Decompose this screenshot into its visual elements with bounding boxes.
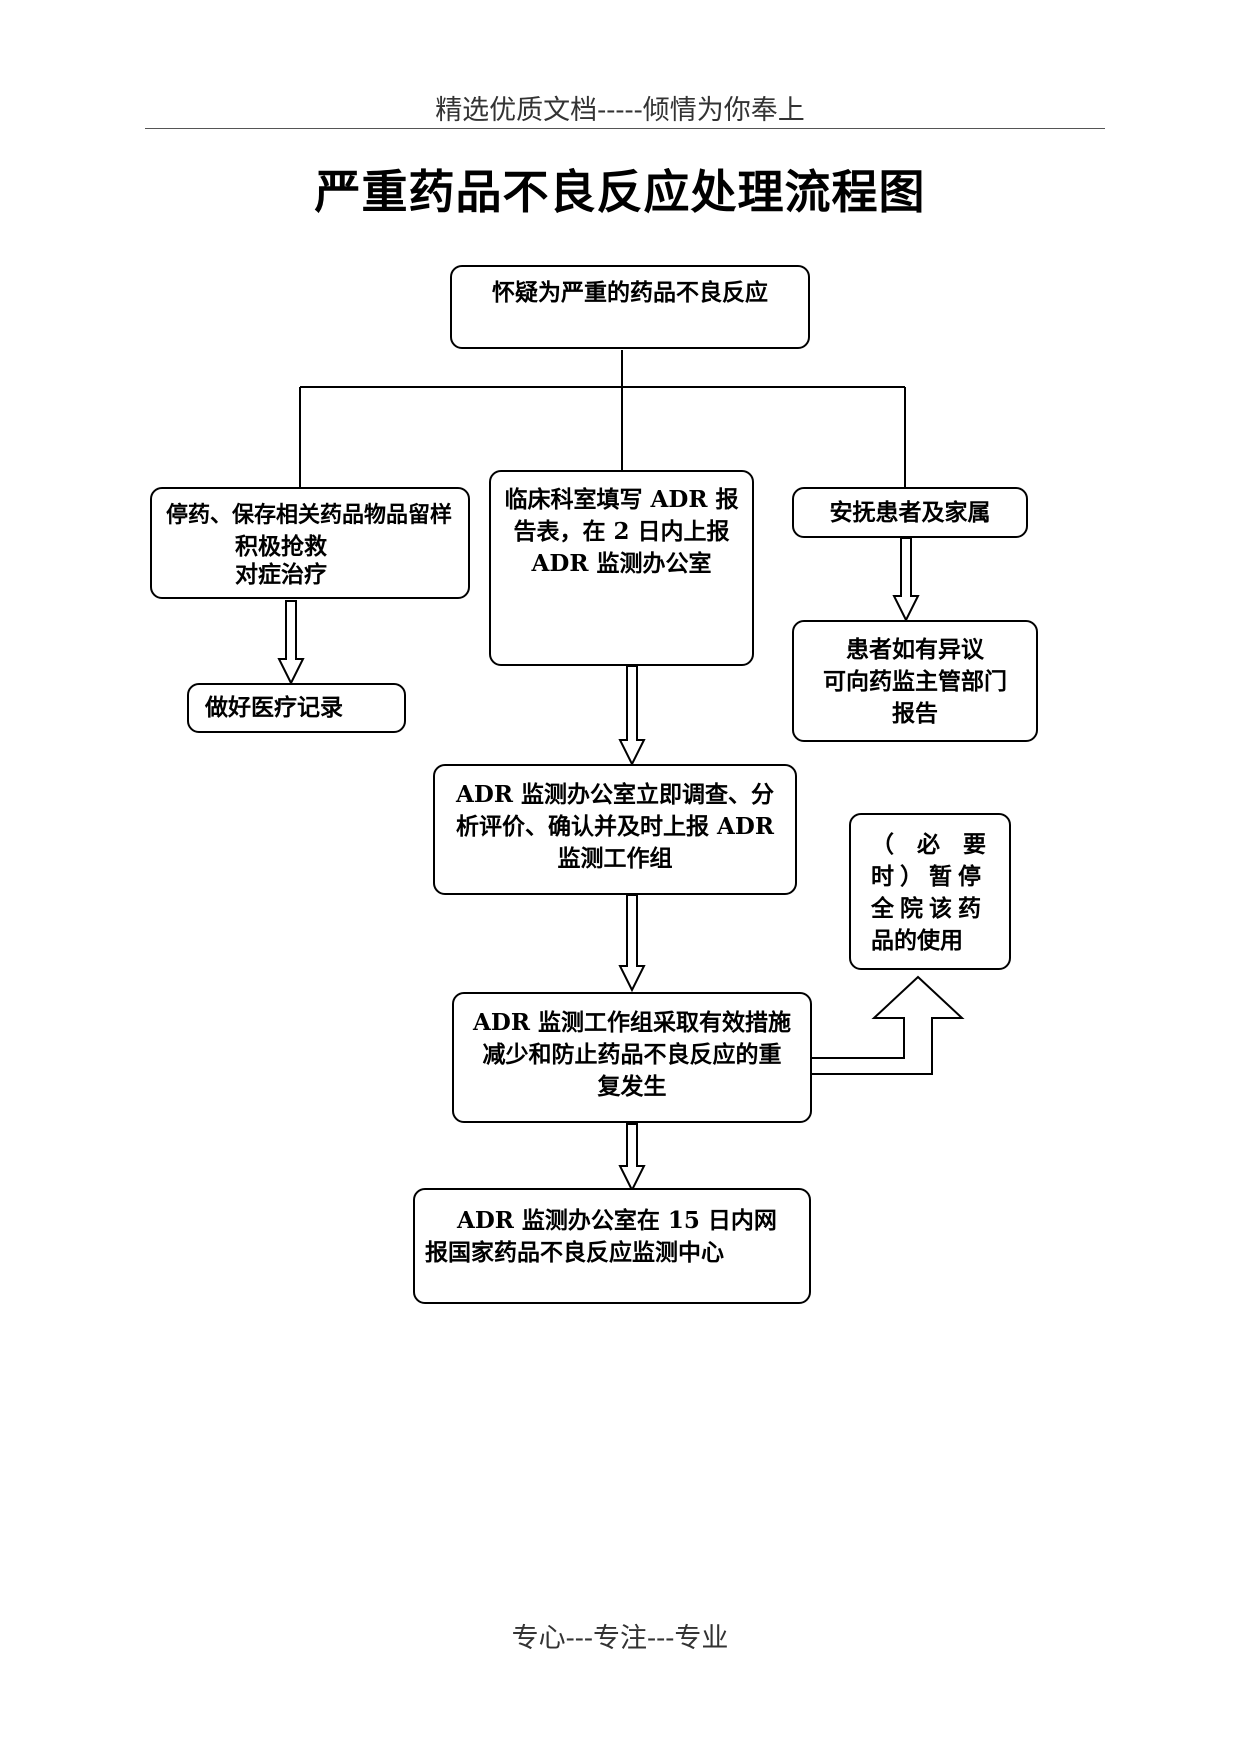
node-stop-drug: 停药、保存相关药品物品留样 积极抢救 对症治疗 bbox=[150, 487, 470, 599]
page-footer: 专心---专注---专业 bbox=[511, 1623, 729, 1654]
node-text: （ 必 要 bbox=[871, 831, 986, 858]
node-text: 停药、保存相关药品物品留样 bbox=[166, 502, 453, 528]
node-text: 监测工作组 bbox=[557, 845, 673, 872]
node-text: ADR 监测办公室 bbox=[531, 550, 712, 577]
node-patient-objection: 患者如有异议 可向药监主管部门 报告 bbox=[792, 620, 1038, 742]
node-investigate-report: ADR 监测办公室立即调查、分 析评价、确认并及时上报 ADR 监测工作组 bbox=[433, 764, 797, 895]
node-text: 析评价、确认并及时上报 ADR bbox=[456, 813, 774, 840]
node-text: ADR 监测办公室立即调查、分 bbox=[456, 781, 774, 808]
arrow-to-measures bbox=[618, 894, 646, 993]
node-text: 品的使用 bbox=[871, 927, 963, 954]
node-text: 患者如有异议 bbox=[846, 636, 984, 663]
node-text: 安抚患者及家属 bbox=[829, 499, 991, 526]
page-header: 精选优质文档-----倾情为你奉上 bbox=[435, 95, 805, 126]
node-text: 怀疑为严重的药品不良反应 bbox=[492, 279, 768, 306]
node-text: 时）暂停 bbox=[871, 863, 987, 890]
node-preventive-measures: ADR 监测工作组采取有效措施 减少和防止药品不良反应的重 复发生 bbox=[452, 992, 812, 1123]
node-text: 减少和防止药品不良反应的重 bbox=[482, 1041, 782, 1068]
node-report-national-center: ADR 监测办公室在 15 日内网 报国家药品不良反应监测中心 bbox=[413, 1188, 811, 1304]
node-fill-adr-report: 临床科室填写 ADR 报 告表，在 2 日内上报 ADR 监测办公室 bbox=[489, 470, 754, 666]
arrow-to-suspend bbox=[810, 975, 965, 1075]
node-text: 全院该药 bbox=[871, 895, 987, 922]
arrow-to-national bbox=[618, 1123, 646, 1193]
page-title: 严重药品不良反应处理流程图 bbox=[314, 165, 926, 219]
node-text: ADR 监测工作组采取有效措施 bbox=[473, 1009, 791, 1036]
node-text: 告表，在 2 日内上报 bbox=[513, 518, 730, 545]
node-text: 对症治疗 bbox=[235, 561, 327, 588]
node-text: 报国家药品不良反应监测中心 bbox=[425, 1239, 724, 1266]
node-suspected-severe-adr: 怀疑为严重的药品不良反应 bbox=[450, 265, 810, 349]
node-text: 可向药监主管部门 bbox=[823, 668, 1007, 695]
node-text: 临床科室填写 ADR 报 bbox=[504, 486, 739, 513]
arrow-to-investigate bbox=[618, 665, 646, 767]
node-comfort-family: 安抚患者及家属 bbox=[792, 487, 1028, 538]
node-text: 报告 bbox=[892, 700, 938, 727]
arrow-to-record bbox=[277, 600, 305, 686]
arrow-to-objection bbox=[892, 537, 920, 623]
node-text: ADR 监测办公室在 15 日内网 bbox=[457, 1207, 777, 1234]
node-medical-record: 做好医疗记录 bbox=[187, 683, 406, 733]
node-text: 做好医疗记录 bbox=[205, 694, 343, 721]
node-text: 积极抢救 bbox=[235, 533, 327, 560]
header-divider bbox=[145, 128, 1105, 129]
node-text: 复发生 bbox=[597, 1073, 667, 1100]
node-suspend-drug-use: （ 必 要 时）暂停 全院该药 品的使用 bbox=[849, 813, 1011, 970]
